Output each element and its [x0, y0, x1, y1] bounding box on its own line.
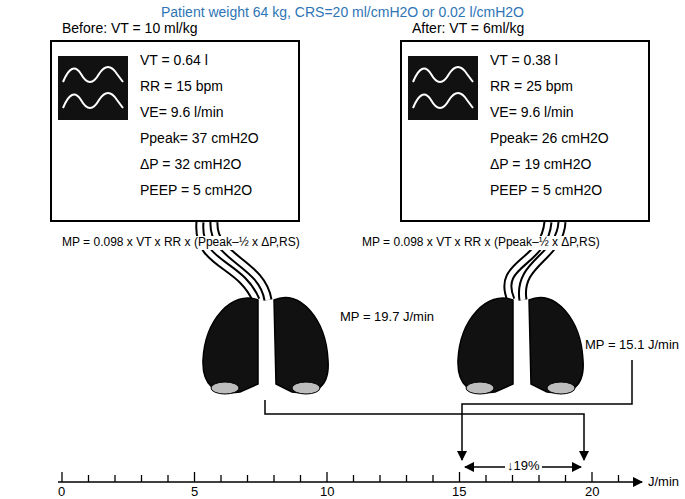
setting-value: Ppeak= 37 cmH2O	[140, 130, 259, 146]
box-heading: Before: VT = 10 ml/kg	[62, 20, 198, 36]
axis-number: 15	[450, 485, 468, 499]
setting-value: ΔP = 32 cmH2O	[140, 156, 241, 172]
formula: MP = 0.098 x VT x RR x (Ppeak–½ x ΔP,RS)	[360, 236, 602, 250]
ventilator-box: After: VT = 6ml/kgVT = 0.38 lRR = 25 bpm…	[400, 40, 650, 222]
setting-value: VE= 9.6 l/min	[140, 104, 224, 120]
lungs	[458, 297, 583, 394]
setting-value: VT = 0.64 l	[140, 52, 208, 68]
axis-unit: J/min	[646, 475, 681, 490]
axis-number: 0	[56, 485, 67, 499]
title: Patient weight 64 kg, CRS=20 ml/cmH2O or…	[161, 4, 524, 20]
monitor-screen	[58, 56, 128, 120]
power-value: MP = 19.7 J/min	[338, 310, 436, 325]
axis-number: 5	[189, 485, 200, 499]
percent-change: ↓19%	[505, 459, 542, 474]
leader-line	[265, 400, 584, 460]
setting-value: ΔP = 19 cmH2O	[490, 156, 591, 172]
leader-line	[462, 360, 632, 460]
ventilator-box: Before: VT = 10 ml/kgVT = 0.64 lRR = 15 …	[50, 40, 300, 222]
setting-value: RR = 15 bpm	[140, 78, 223, 94]
monitor-screen	[408, 56, 478, 120]
axis-number: 10	[318, 485, 336, 499]
setting-value: VE= 9.6 l/min	[490, 104, 574, 120]
box-heading: After: VT = 6ml/kg	[412, 20, 524, 36]
ventilator-tube	[200, 222, 562, 300]
power-value: MP = 15.1 J/min	[583, 338, 681, 353]
axis-line	[58, 481, 642, 483]
setting-value: VT = 0.38 l	[490, 52, 558, 68]
setting-value: PEEP = 5 cmH2O	[140, 182, 252, 198]
axis-number: 20	[583, 485, 601, 499]
setting-value: PEEP = 5 cmH2O	[490, 182, 602, 198]
lungs	[203, 297, 328, 394]
formula: MP = 0.098 x VT x RR x (Ppeak–½ x ΔP,RS)	[60, 236, 302, 250]
setting-value: Ppeak= 26 cmH2O	[490, 130, 609, 146]
setting-value: RR = 25 bpm	[490, 78, 573, 94]
